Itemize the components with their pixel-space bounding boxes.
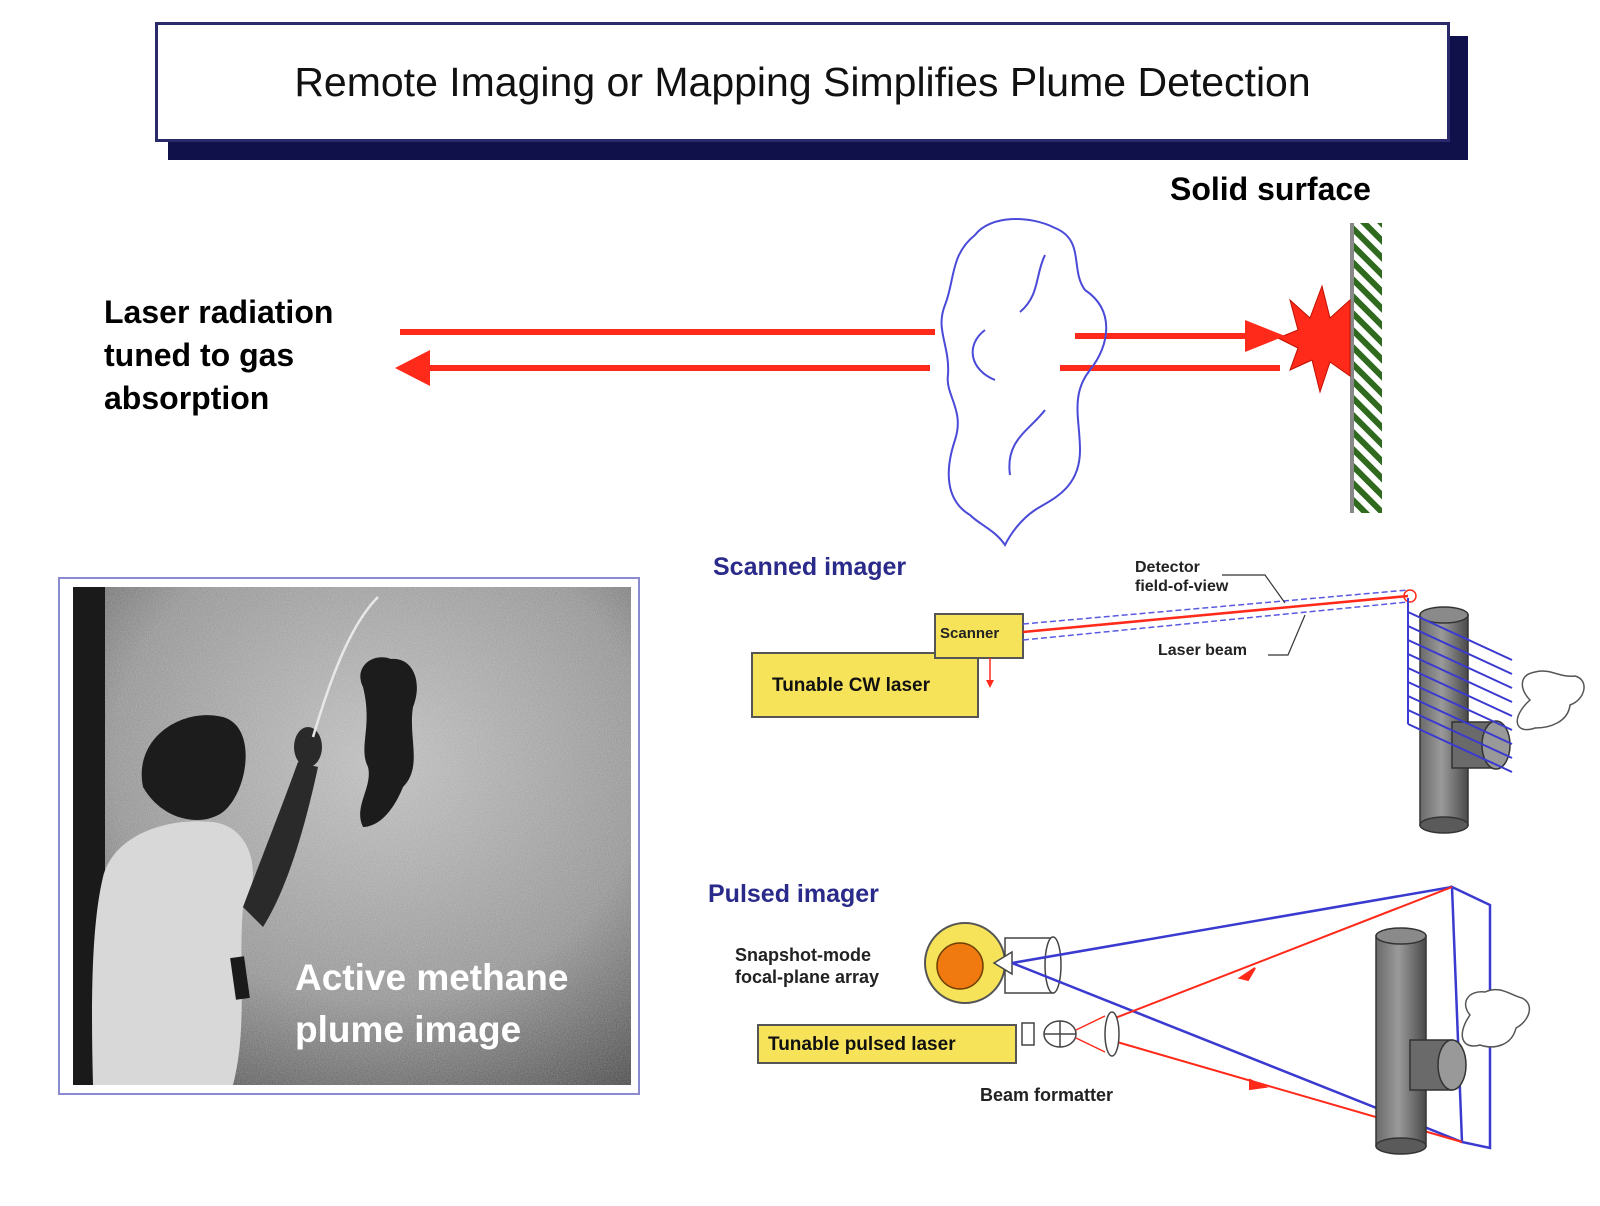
scanned-plume-outline [1516, 670, 1585, 731]
laser-label-line: Laser radiation [104, 294, 334, 330]
scanner-label: Scanner [940, 625, 1000, 642]
beam-formatter-label: Beam formatter [980, 1085, 1114, 1105]
caption-line: plume image [295, 1009, 522, 1050]
solid-surface-label: Solid surface [1170, 171, 1371, 207]
impact-burst-icon [1276, 284, 1351, 394]
laser-label-line: absorption [104, 380, 270, 416]
scanned-pipe-target [1419, 606, 1511, 834]
arrow-left-icon [395, 350, 430, 386]
fov-label-line: field-of-view [1135, 578, 1229, 595]
detector-fov-label: Detector field-of-view [1135, 558, 1228, 596]
array-label-line: Snapshot-mode [735, 945, 872, 965]
laser-label-line: tuned to gas [104, 337, 295, 373]
tunable-cw-laser-box [751, 652, 979, 718]
scanned-imager-heading: Scanned imager [713, 553, 907, 581]
beam-formatter [1021, 1011, 1120, 1057]
plume-swirl [971, 329, 996, 381]
photo-illustration [73, 587, 631, 1085]
pulsed-imager-heading: Pulsed imager [708, 880, 879, 908]
focal-plane-array [924, 922, 1062, 1004]
page-title: Remote Imaging or Mapping Simplifies Plu… [294, 58, 1311, 105]
caption-line: Active methane [295, 957, 569, 998]
arrow-right-icon [1245, 320, 1285, 352]
gas-plume-outline [940, 218, 1108, 547]
plume-swirl [1008, 409, 1046, 476]
pulsed-plume-outline [1461, 988, 1531, 1048]
scanned-beams [1022, 589, 1417, 641]
fov-leader-line [1222, 574, 1286, 604]
beam-leader-line [1268, 614, 1306, 656]
laser-radiation-label: Laser radiation tuned to gas absorption [104, 291, 333, 420]
title-box: Remote Imaging or Mapping Simplifies Plu… [155, 22, 1450, 142]
tunable-pulsed-laser-label: Tunable pulsed laser [768, 1034, 956, 1055]
photo-caption: Active methane plume image [295, 952, 569, 1056]
scanner-box [934, 613, 1024, 659]
plume-swirl [1019, 254, 1046, 313]
focal-plane-array-label: Snapshot-mode focal-plane array [735, 944, 879, 988]
fov-label-line: Detector [1135, 559, 1200, 576]
solid-surface-wall [1350, 223, 1382, 513]
photo-frame [58, 577, 640, 1095]
scanner-output-beam [986, 658, 994, 688]
tunable-cw-laser-label: Tunable CW laser [772, 675, 931, 696]
pulsed-pipe-target [1375, 927, 1467, 1155]
outgoing-laser-beam [400, 329, 1250, 339]
scan-lines [1407, 598, 1513, 773]
methane-plume-photo [73, 587, 631, 1085]
tunable-pulsed-laser-box [757, 1024, 1017, 1064]
laser-beam-label: Laser beam [1158, 642, 1247, 659]
array-label-line: focal-plane array [735, 967, 880, 987]
